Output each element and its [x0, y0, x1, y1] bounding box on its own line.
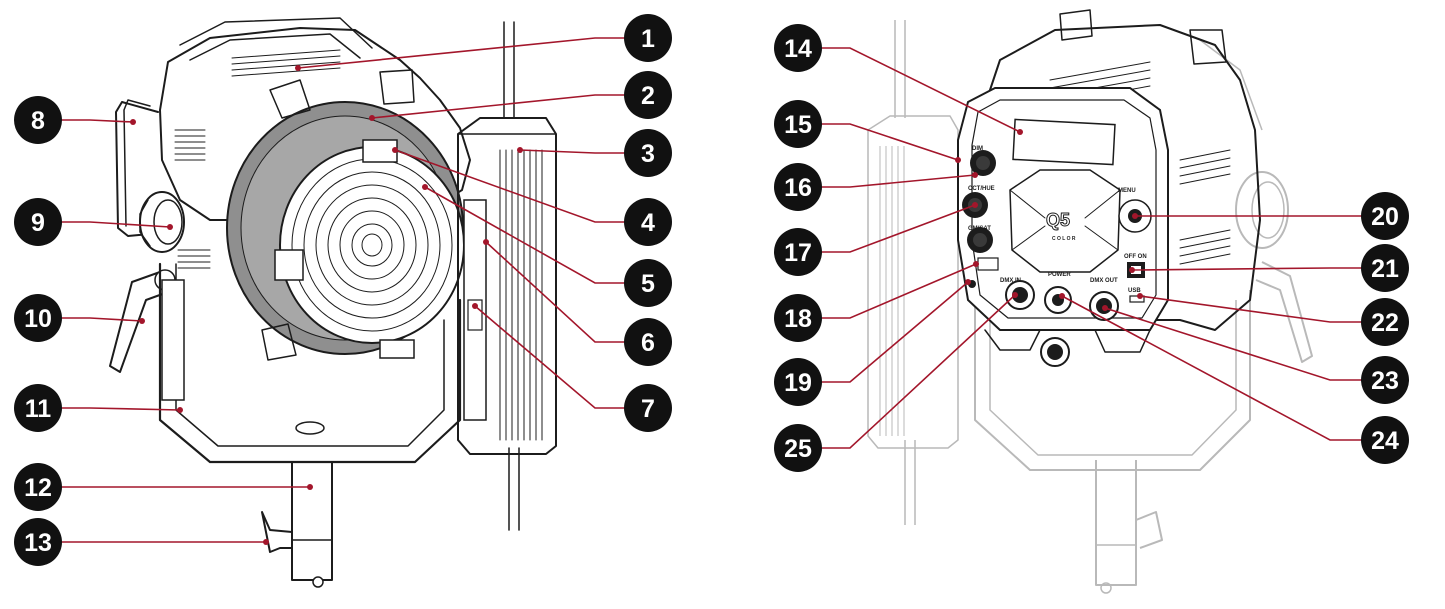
callout-19: 19	[774, 358, 822, 406]
callout-16: 16	[774, 163, 822, 211]
svg-text:15: 15	[784, 111, 812, 139]
callout-17: 17	[774, 228, 822, 276]
svg-text:16: 16	[784, 174, 812, 202]
callout-20: 20	[1361, 192, 1409, 240]
svg-text:4: 4	[641, 209, 655, 237]
svg-text:14: 14	[784, 35, 812, 63]
callout-9: 9	[14, 198, 62, 246]
callout-1: 1	[624, 14, 672, 62]
callout-badges: 1 2 3 4 5 6 7 8 9 10 11 12 13 14 15 16 1…	[14, 14, 1409, 566]
callout-3: 3	[624, 129, 672, 177]
rear-panel-logo: Q5	[1046, 210, 1070, 230]
svg-text:USB: USB	[1128, 288, 1141, 294]
svg-text:24: 24	[1371, 427, 1399, 455]
leader-endpoints	[130, 65, 1143, 545]
callout-22: 22	[1361, 298, 1409, 346]
callout-13: 13	[14, 518, 62, 566]
svg-text:6: 6	[641, 329, 655, 357]
svg-text:23: 23	[1371, 367, 1399, 395]
svg-text:21: 21	[1371, 255, 1399, 283]
callout-6: 6	[624, 318, 672, 366]
callout-8: 8	[14, 96, 62, 144]
svg-text:7: 7	[641, 395, 655, 423]
svg-text:MENU: MENU	[1118, 188, 1136, 194]
svg-text:19: 19	[784, 369, 812, 397]
svg-text:DMX IN: DMX IN	[1000, 278, 1021, 284]
svg-text:1: 1	[641, 25, 655, 53]
svg-text:3: 3	[641, 140, 655, 168]
svg-text:12: 12	[24, 474, 52, 502]
svg-text:5: 5	[641, 270, 655, 298]
svg-text:POWER: POWER	[1048, 272, 1071, 278]
svg-text:OFF ON: OFF ON	[1124, 254, 1147, 260]
callout-24: 24	[1361, 416, 1409, 464]
svg-text:2: 2	[641, 82, 655, 110]
svg-text:22: 22	[1371, 309, 1399, 337]
svg-text:DMX OUT: DMX OUT	[1090, 278, 1118, 284]
callout-2: 2	[624, 71, 672, 119]
svg-text:18: 18	[784, 305, 812, 333]
callout-7: 7	[624, 384, 672, 432]
svg-text:20: 20	[1371, 203, 1399, 231]
callout-25: 25	[774, 424, 822, 472]
callout-12: 12	[14, 463, 62, 511]
callout-15: 15	[774, 100, 822, 148]
svg-text:25: 25	[784, 435, 812, 463]
svg-text:9: 9	[31, 209, 45, 237]
svg-text:DIM: DIM	[972, 146, 983, 152]
callout-21: 21	[1361, 244, 1409, 292]
svg-text:10: 10	[24, 305, 52, 333]
svg-text:11: 11	[25, 395, 52, 423]
svg-text:17: 17	[784, 239, 812, 267]
callout-4: 4	[624, 198, 672, 246]
callout-10: 10	[14, 294, 62, 342]
svg-text:8: 8	[31, 107, 45, 135]
svg-text:CCT/HUE: CCT/HUE	[968, 186, 995, 192]
rear-view-illustration: DIM CCT/HUE GM/SAT Q5 C O L O R MENU OFF…	[867, 9, 1313, 594]
callout-11: 11	[14, 384, 62, 432]
callout-14: 14	[774, 24, 822, 72]
front-view-illustration	[109, 17, 557, 588]
callout-5: 5	[624, 259, 672, 307]
svg-text:13: 13	[24, 529, 52, 557]
callout-23: 23	[1361, 356, 1409, 404]
callout-18: 18	[774, 294, 822, 342]
leader-lines	[38, 37, 1385, 543]
rear-panel-logo-sub: C O L O R	[1052, 236, 1076, 242]
